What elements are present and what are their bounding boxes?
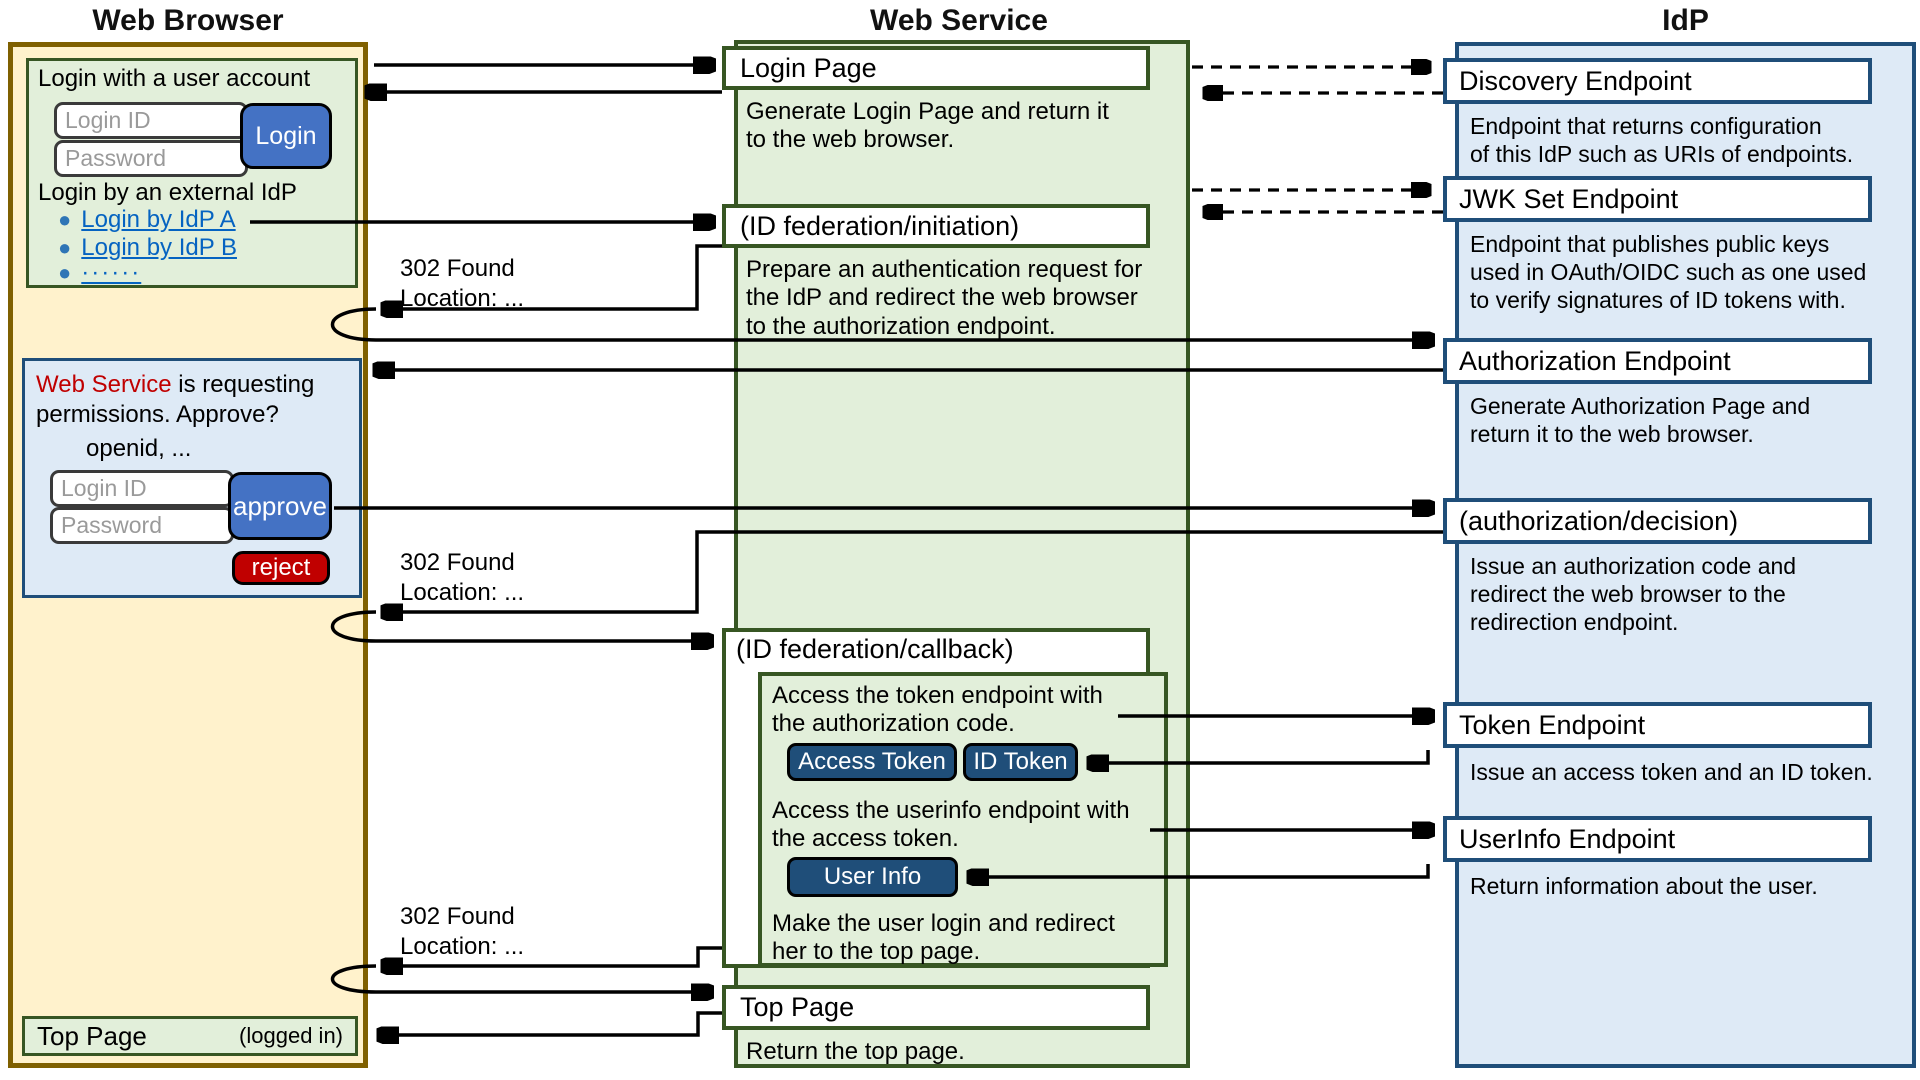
consent-scopes: openid, ... xyxy=(86,435,192,462)
ws-top-page-node: Top Page xyxy=(722,985,1150,1030)
list-item-idp-more: ● ······ xyxy=(58,259,141,287)
callback-content-box xyxy=(758,672,1168,967)
external-idp-heading: Login by an external IdP xyxy=(38,179,297,206)
login-page-node: Login Page xyxy=(722,46,1150,90)
login-heading: Login with a user account xyxy=(38,65,311,92)
userinfo-endpoint-access-text: Access the userinfo endpoint with the ac… xyxy=(772,797,1130,853)
consent-line2: permissions. Approve? xyxy=(36,401,279,429)
jwk-set-endpoint-desc: Endpoint that publishes public keys used… xyxy=(1470,231,1867,314)
consent-password-input[interactable] xyxy=(50,507,234,544)
redirect-label-2: 302 Found Location: ... xyxy=(400,548,524,608)
consent-line1-rest: is requesting xyxy=(171,371,315,398)
redirect-location: Location: ... xyxy=(400,285,525,312)
browser-top-page-bar: Top Page (logged in) xyxy=(22,1016,358,1056)
user-info-chip: User Info xyxy=(787,857,958,897)
authorization-decision-node: (authorization/decision) xyxy=(1443,498,1872,544)
reject-button[interactable]: reject xyxy=(232,551,330,585)
authorization-decision-desc: Issue an authorization code and redirect… xyxy=(1470,553,1797,636)
redirect-location: Location: ... xyxy=(400,933,525,960)
list-item-idp-b: ● Login by IdP B xyxy=(58,234,237,262)
jwk-set-endpoint-node: JWK Set Endpoint xyxy=(1443,176,1872,222)
redirect-status: 302 Found xyxy=(400,903,515,930)
login-id-input[interactable] xyxy=(54,102,248,139)
bullet-icon: ● xyxy=(58,260,72,285)
discovery-endpoint-node: Discovery Endpoint xyxy=(1443,58,1872,104)
idp-column-title: IdP xyxy=(1662,4,1709,37)
login-page-desc: Generate Login Page and return it to the… xyxy=(746,98,1109,154)
bullet-icon: ● xyxy=(58,207,72,232)
consent-text: Web Service is requesting permissions. A… xyxy=(36,370,348,430)
more-idps-link[interactable]: ······ xyxy=(81,259,142,286)
initiation-desc: Prepare an authentication request for th… xyxy=(746,256,1143,340)
logged-in-status: (logged in) xyxy=(239,1023,343,1048)
login-by-idp-a-link[interactable]: Login by IdP A xyxy=(81,206,236,233)
callback-final-text: Make the user login and redirect her to … xyxy=(772,910,1115,966)
redirect-label-1: 302 Found Location: ... xyxy=(400,254,524,314)
login-button[interactable]: Login xyxy=(240,103,332,169)
userinfo-endpoint-node: UserInfo Endpoint xyxy=(1443,816,1872,862)
consent-login-id-input[interactable] xyxy=(50,470,234,507)
password-input[interactable] xyxy=(54,140,248,177)
token-endpoint-access-text: Access the token endpoint with the autho… xyxy=(772,682,1103,738)
authorization-endpoint-node: Authorization Endpoint xyxy=(1443,338,1872,384)
web-browser-column-title: Web Browser xyxy=(92,4,284,37)
userinfo-endpoint-desc: Return information about the user. xyxy=(1470,873,1818,899)
consent-service-name: Web Service xyxy=(36,371,172,398)
redirect-label-3: 302 Found Location: ... xyxy=(400,902,524,962)
token-endpoint-node: Token Endpoint xyxy=(1443,702,1872,748)
authorization-endpoint-desc: Generate Authorization Page and return i… xyxy=(1470,393,1811,448)
redirect-location: Location: ... xyxy=(400,579,525,606)
redirect-status: 302 Found xyxy=(400,255,515,282)
web-service-column-title: Web Service xyxy=(870,4,1048,37)
id-token-chip: ID Token xyxy=(963,743,1078,781)
access-token-chip: Access Token xyxy=(787,743,957,781)
bullet-icon: ● xyxy=(58,235,72,260)
top-page-label: Top Page xyxy=(37,1020,147,1051)
token-endpoint-desc: Issue an access token and an ID token. xyxy=(1470,759,1873,785)
redirect-status: 302 Found xyxy=(400,549,515,576)
callback-title: (ID federation/callback) xyxy=(736,634,1014,664)
login-by-idp-b-link[interactable]: Login by IdP B xyxy=(81,234,237,261)
id-federation-initiation-node: (ID federation/initiation) xyxy=(722,204,1150,248)
discovery-endpoint-desc: Endpoint that returns configuration of t… xyxy=(1470,113,1854,168)
approve-button[interactable]: approve xyxy=(228,472,332,540)
arrow-ws-top-page-to-browser xyxy=(378,1011,722,1035)
list-item-idp-a: ● Login by IdP A xyxy=(58,206,236,234)
ws-top-page-desc: Return the top page. xyxy=(746,1038,965,1065)
